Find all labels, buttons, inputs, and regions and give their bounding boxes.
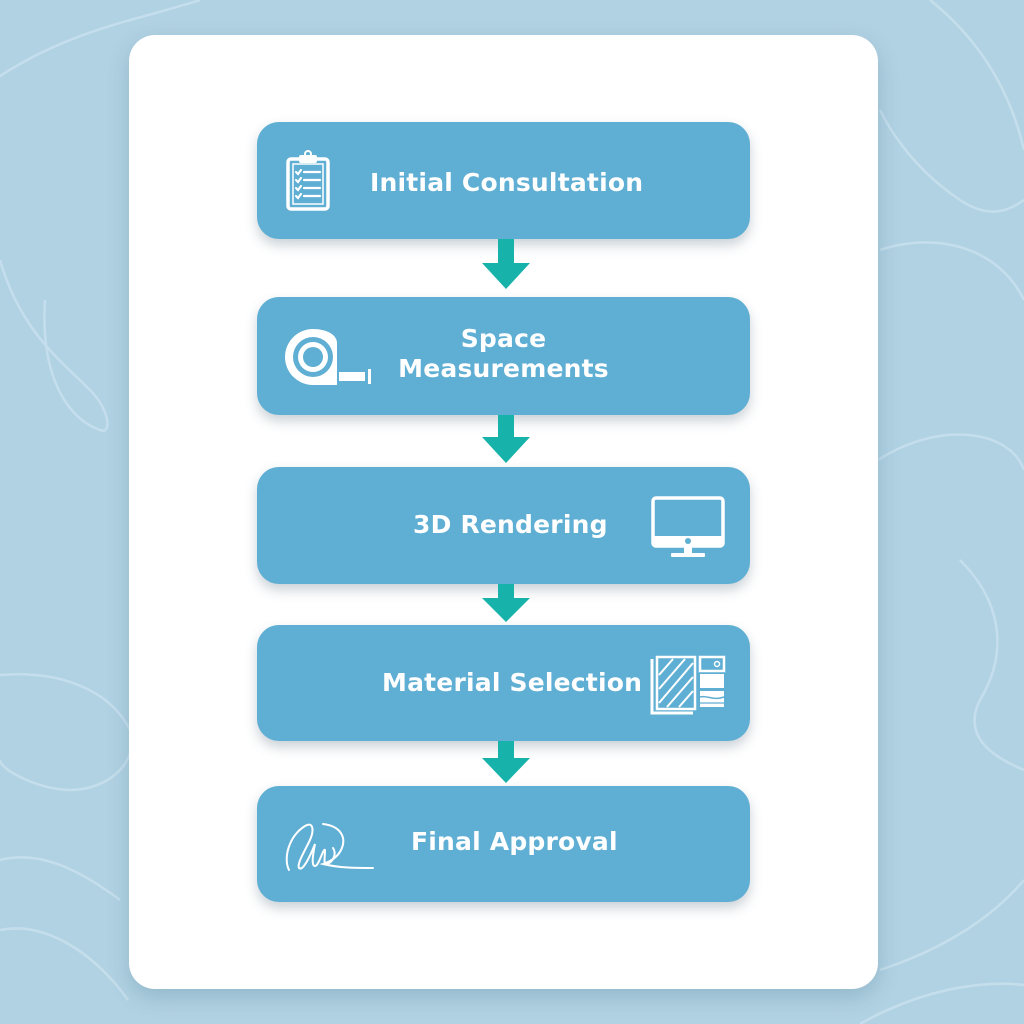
step-space-measurements: Space Measurements: [257, 297, 750, 415]
step-final-approval: Final Approval: [257, 786, 750, 902]
step-3d-rendering: 3D Rendering: [257, 467, 750, 584]
arrow-down-icon: [482, 584, 530, 622]
step-label-line-1: Space: [460, 324, 547, 353]
step-label: 3D Rendering: [413, 510, 608, 539]
arrow-down-icon: [482, 741, 530, 783]
step-label-line-2: Measurements: [398, 354, 609, 383]
arrow-down-icon: [482, 415, 530, 463]
material-swatches-icon: [650, 655, 726, 715]
step-initial-consultation: Initial Consultation: [257, 122, 750, 239]
tape-measure-icon: [285, 329, 371, 385]
step-label: Initial Consultation: [370, 168, 644, 197]
signature-icon: [285, 823, 374, 871]
arrow-down-icon: [482, 239, 530, 289]
desktop-monitor-icon: [651, 496, 725, 557]
step-material-selection: Material Selection: [257, 625, 750, 741]
clipboard-checklist-icon: [286, 150, 330, 211]
step-label: Final Approval: [411, 827, 618, 856]
step-label: Material Selection: [382, 668, 643, 697]
